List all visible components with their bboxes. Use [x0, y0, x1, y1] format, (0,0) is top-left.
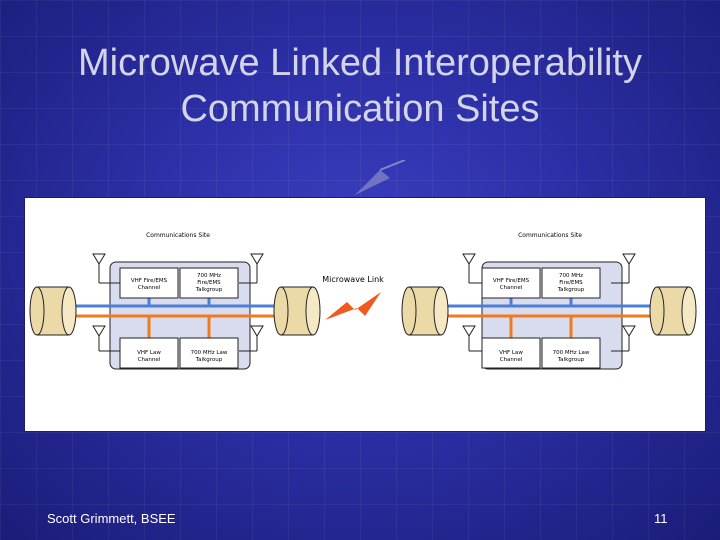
left-700-fire-label-1: 700 MHz	[197, 273, 221, 279]
antenna-icon	[239, 253, 264, 284]
left-700-fire-box	[179, 267, 239, 299]
antenna-icon	[611, 325, 636, 352]
antenna-icon	[611, 253, 636, 284]
left-700-law-label-1: 700 MHz Law	[191, 350, 228, 356]
right-vhf-fire-box	[481, 267, 541, 299]
slide-title-line-1: Microwave Linked Interoperability	[78, 42, 642, 84]
left-microwave-dish-icon	[273, 286, 321, 336]
diagram-canvas: Communications Site VHF Fire/EMS Channel	[29, 232, 697, 370]
right-vhf-law-box	[481, 337, 541, 369]
left-vhf-fire-label-1: VHF Fire/EMS	[131, 278, 168, 284]
slide-title: Microwave Linked Interoperability Commun…	[0, 40, 720, 132]
right-site-label: Communications Site	[518, 232, 582, 239]
right-microwave-dish-icon	[401, 286, 449, 336]
left-vhf-law-label-2: Channel	[138, 357, 161, 363]
lightning-bolt-icon	[325, 292, 381, 320]
right-vhf-law-label-1: VHF Law	[499, 350, 523, 356]
left-vhf-fire-box	[119, 267, 179, 299]
right-700-law-label-2: Talkgroup	[557, 357, 585, 363]
left-vhf-law-box	[119, 337, 179, 369]
footer-author: Scott Grimmett, BSEE	[47, 511, 176, 526]
left-vhf-law-label-1: VHF Law	[137, 350, 161, 356]
right-700-fire-label-3: Talkgroup	[557, 287, 585, 293]
right-700-law-label-1: 700 MHz Law	[553, 350, 590, 356]
left-site-label: Communications Site	[146, 232, 210, 239]
left-outer-cylinder-icon	[29, 286, 77, 336]
antenna-icon	[92, 325, 120, 352]
right-vhf-fire-label-1: VHF Fire/EMS	[493, 278, 530, 284]
microwave-link-label: Microwave Link	[322, 275, 384, 284]
antenna-icon	[239, 325, 264, 352]
right-700-fire-label-2: Fire/EMS	[559, 280, 583, 286]
left-700-law-box	[179, 337, 239, 369]
right-outer-cylinder-icon	[649, 286, 697, 336]
interoperability-diagram: Communications Site VHF Fire/EMS Channel	[24, 197, 706, 432]
left-700-law-label-2: Talkgroup	[195, 357, 223, 363]
right-700-fire-label-1: 700 MHz	[559, 273, 583, 279]
page-number: 11	[654, 511, 668, 526]
antenna-icon	[462, 253, 482, 284]
slide-title-line-2: Communication Sites	[180, 88, 540, 130]
right-vhf-fire-label-2: Channel	[500, 285, 523, 291]
antenna-icon	[92, 253, 120, 284]
left-vhf-fire-label-2: Channel	[138, 285, 161, 291]
left-700-fire-label-2: Fire/EMS	[197, 280, 221, 286]
right-700-fire-box	[541, 267, 601, 299]
antenna-icon	[462, 325, 482, 352]
satellite-dish-icon	[355, 160, 406, 195]
right-700-law-box	[541, 337, 601, 369]
right-vhf-law-label-2: Channel	[500, 357, 523, 363]
left-700-fire-label-3: Talkgroup	[195, 287, 223, 293]
